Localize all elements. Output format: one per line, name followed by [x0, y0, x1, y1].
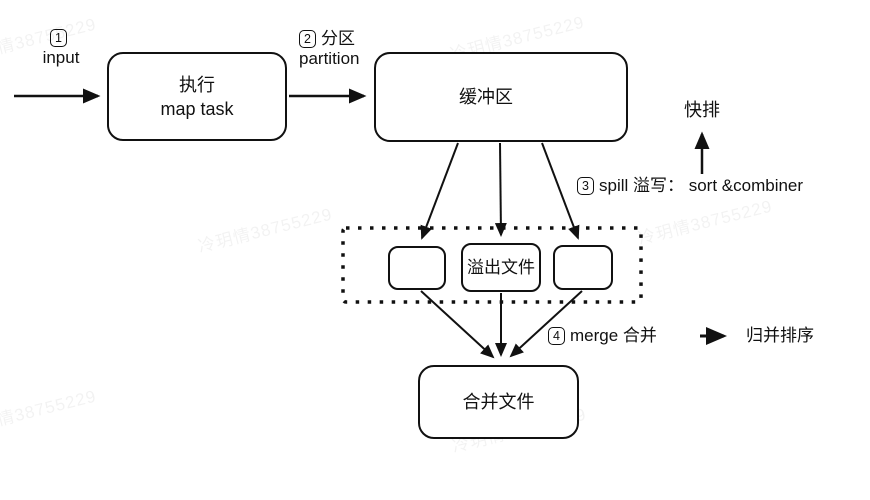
map-task-box-line1: 执行 — [179, 74, 215, 95]
buffer-to-spill-left-arrow — [420, 142, 459, 240]
spill-box-middle: 溢出文件 — [461, 243, 541, 292]
merge-label-text: merge 合并 — [570, 326, 657, 345]
step4-merge-label: 4 merge 合并 — [548, 326, 657, 346]
partition-label-en: partition — [299, 49, 360, 68]
merge-file-box: 合并文件 — [418, 365, 579, 439]
buffer-to-spill-middle-arrow — [494, 142, 507, 237]
buffer-box: 缓冲区 — [374, 52, 628, 142]
merge-file-box-label: 合并文件 — [462, 392, 535, 412]
spill-group-dotted-rect — [341, 226, 643, 304]
step2-badge: 2 — [299, 30, 316, 48]
map-task-box: 执行 map task — [107, 52, 287, 141]
spill-box-right — [553, 245, 613, 290]
spill-right-to-merge-arrow — [509, 290, 583, 358]
step1-badge: 1 — [50, 29, 67, 47]
spill-box-label: 溢出文件 — [467, 257, 535, 277]
step2-partition-label: 2 分区 partition — [299, 29, 359, 69]
spill-left-to-merge-arrow — [420, 290, 495, 359]
input-label-text: input — [42, 48, 80, 67]
partition-label-cn: 分区 — [321, 29, 355, 48]
step3-badge: 3 — [577, 177, 594, 195]
map-task-box-line2: map task — [160, 98, 234, 119]
step3-spill-label: 3 spill 溢写： sort &combiner — [577, 176, 803, 196]
quicksort-label: 快排 — [684, 100, 720, 120]
spill-label-text: spill 溢写： sort &combiner — [599, 176, 804, 195]
step1-input-label: 1 input — [30, 28, 92, 68]
buffer-box-label: 缓冲区 — [459, 87, 513, 107]
buffer-to-spill-right-arrow — [541, 142, 580, 240]
step4-badge: 4 — [548, 327, 565, 345]
merge-result-label: 归并排序 — [746, 326, 814, 345]
spill-box-left — [388, 246, 446, 290]
